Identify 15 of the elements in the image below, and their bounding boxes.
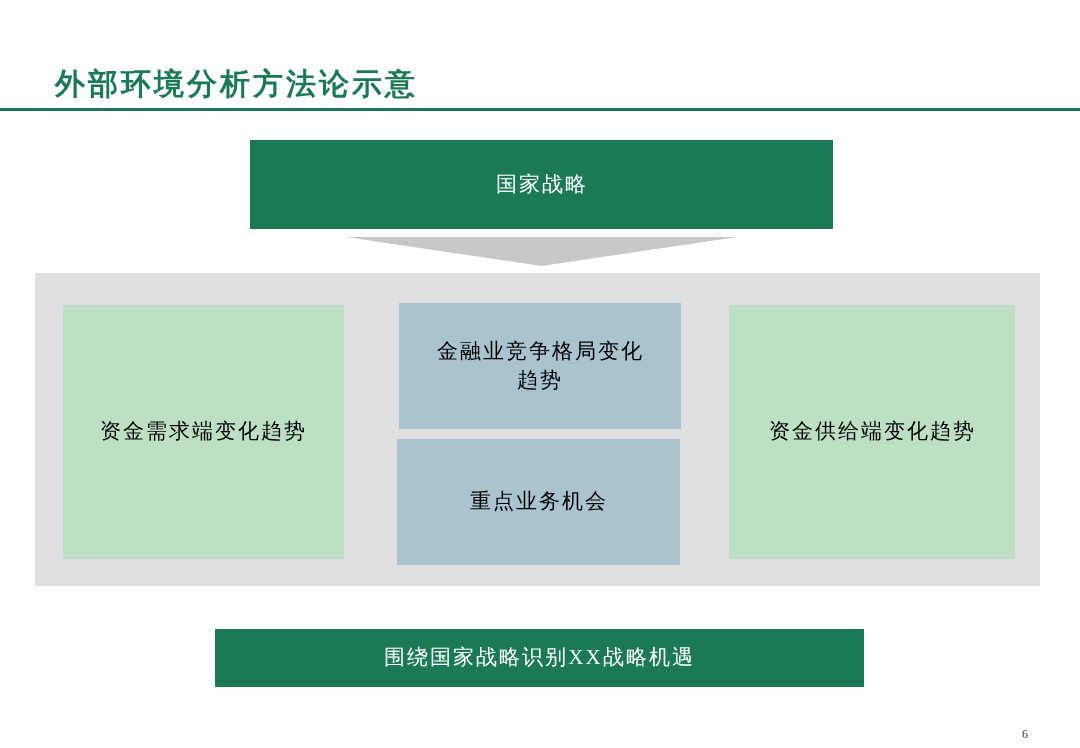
trend-box: [399, 303, 681, 429]
conclusion-box: [215, 629, 864, 687]
trend-box: [729, 305, 1015, 559]
node-label: 国家战略: [495, 170, 588, 198]
opportunity-box: [397, 439, 680, 565]
node-label: 资金需求端变化趋势: [100, 418, 307, 446]
node-label: 金融业竞争格局变化趋势: [435, 337, 645, 394]
node-label: 围绕国家战略识别XX战略机遇: [384, 644, 695, 672]
strategy-box: [250, 140, 833, 229]
node-label: 资金供给端变化趋势: [768, 418, 976, 446]
page-title: 外部环境分析方法论示意: [55, 65, 418, 103]
panel-background: [35, 273, 1040, 586]
trend-box: [63, 305, 344, 559]
page-number: 6: [1022, 727, 1028, 742]
node-label: 重点业务机会: [469, 488, 608, 516]
